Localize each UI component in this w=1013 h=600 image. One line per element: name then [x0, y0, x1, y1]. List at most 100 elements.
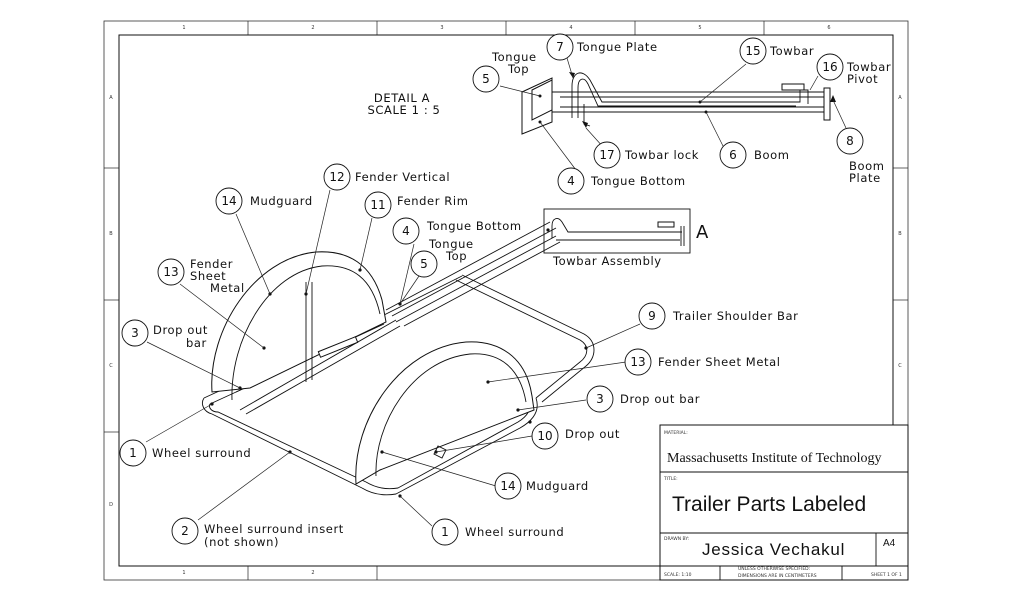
dimension-note-line-1: UNLESS OTHERWISE SPECIFIED:	[738, 566, 810, 572]
callout-label: Mudguard	[526, 479, 589, 493]
callout-number: 3	[596, 392, 604, 406]
callout-label: Tongue	[491, 50, 537, 64]
callout-c3-right: 3 Drop out bar	[586, 385, 700, 413]
callout-number: 14	[221, 194, 236, 208]
callout-label: Towbar	[846, 60, 891, 74]
callout-c9: 9 Trailer Shoulder Bar	[638, 302, 799, 330]
callout-c13-right: 13 Fender Sheet Metal	[624, 348, 781, 376]
callout-label: Fender Sheet Metal	[658, 355, 781, 369]
callout-number: 4	[567, 174, 575, 188]
callout-c4-detail: 4 Tongue Bottom	[557, 167, 686, 195]
callout-label: Drop out bar	[620, 392, 700, 406]
drawing-title: Trailer Parts Labeled	[672, 493, 866, 516]
callout-label: Top	[507, 62, 529, 76]
zone-col-2-top: 2	[311, 25, 314, 31]
callout-number: 13	[630, 355, 645, 369]
zone-row-b-right: B	[898, 231, 902, 237]
zone-col-1-bottom: 1	[182, 570, 185, 576]
zone-col-2-bottom: 2	[311, 570, 314, 576]
callout-label: Towbar	[769, 44, 814, 58]
zone-row-b-left: B	[109, 231, 113, 237]
callout-label: Tongue Plate	[576, 40, 658, 54]
callout-number: 16	[822, 60, 837, 74]
callout-c10: 10 Drop out	[531, 422, 620, 450]
sheet-number: SHEET 1 OF 1	[871, 572, 902, 578]
callout-number: 14	[500, 479, 515, 493]
zone-row-c-left: C	[109, 363, 113, 369]
callout-c16-detail: 16 Towbar Pivot	[816, 53, 891, 86]
callout-c11: 11 Fender Rim	[364, 191, 469, 219]
zone-col-5-top: 5	[698, 25, 701, 31]
zone-row-a-left: A	[109, 95, 113, 101]
dimension-note-line-2: DIMENSIONS ARE IN CENTIMETERS	[738, 573, 817, 579]
callout-number: 4	[402, 224, 410, 238]
detail-title: DETAIL A	[374, 91, 430, 105]
zone-col-6-top: 6	[827, 25, 830, 31]
callout-c8-detail: 8 Boom Plate	[836, 127, 885, 185]
callout-number: 7	[556, 40, 564, 54]
title-label: TITLE:	[663, 476, 678, 482]
callout-c14-left: 14 Mudguard	[215, 187, 312, 215]
zone-col-3-top: 3	[440, 25, 443, 31]
callout-number: 13	[163, 265, 178, 279]
callout-label: Boom	[849, 159, 885, 173]
callout-label: Metal	[210, 281, 245, 295]
zone-row-a-right: A	[898, 95, 902, 101]
callout-number: 17	[599, 148, 614, 162]
callout-number: 6	[729, 148, 737, 162]
callout-label: Tongue Bottom	[590, 174, 686, 188]
callout-label: Drop out	[565, 427, 620, 441]
callout-label: Top	[445, 249, 467, 263]
callout-label: Boom	[754, 148, 790, 162]
callout-c4-main: 4 Tongue Bottom	[392, 217, 521, 245]
callout-c6-detail: 6 Boom	[719, 141, 790, 169]
detail-a-towbar-drawing	[521, 72, 836, 135]
organization-name: Massachusetts Institute of Technology	[667, 451, 882, 466]
callout-number: 5	[482, 72, 490, 86]
callout-label: Tongue	[428, 237, 474, 251]
sheet-size: A4	[883, 538, 896, 549]
callout-number: 8	[846, 134, 854, 148]
callout-label: Fender Rim	[397, 194, 469, 208]
callout-c5-detail: 5 Tongue Top	[472, 50, 537, 93]
drawn-by-label: DRAWN BY:	[664, 536, 689, 542]
callout-number: 1	[441, 525, 449, 539]
callout-c5-main: 5 Tongue Top	[410, 237, 474, 278]
callout-number: 12	[329, 170, 344, 184]
callout-number: 10	[537, 429, 552, 443]
detail-scale: SCALE 1 : 5	[368, 103, 441, 117]
callout-c17-detail: 17 Towbar lock	[593, 141, 699, 169]
callout-label: Towbar lock	[624, 148, 699, 162]
callout-c7-detail: 7 Tongue Plate	[546, 33, 658, 61]
callout-number: 11	[370, 198, 385, 212]
callout-label: Fender	[190, 257, 233, 271]
towbar-assembly-inset: A Towbar Assembly	[543, 208, 709, 268]
detail-callout-leaders	[499, 57, 847, 171]
callout-label: Wheel surround	[152, 446, 251, 460]
zone-row-d-left: D	[109, 502, 113, 508]
callout-number: 3	[131, 326, 139, 340]
callout-c1-left: 1 Wheel surround	[119, 439, 251, 467]
callout-c1-right: 1 Wheel surround	[431, 518, 564, 546]
callout-number: 2	[181, 524, 189, 538]
callout-c13-left: 13 Fender Sheet Metal	[157, 257, 245, 295]
zone-dividers	[104, 21, 908, 580]
zone-col-4-top: 4	[569, 25, 572, 31]
drawn-by-name: Jessica Vechakul	[702, 540, 845, 559]
scale-value: SCALE: 1:10	[664, 572, 692, 578]
callout-c14-right: 14 Mudguard	[494, 472, 589, 500]
sheet-border: 1 2 3 4 5 6 1 2 A B C D A B C	[103, 20, 909, 581]
inset-view-letter: A	[696, 222, 709, 243]
callout-label: Wheel surround	[465, 525, 564, 539]
title-block: MATERIAL: Massachusetts Institute of Tec…	[659, 424, 909, 581]
callout-number: 15	[745, 44, 760, 58]
callout-c15-detail: 15 Towbar	[739, 37, 814, 65]
callout-label: Sheet	[190, 269, 226, 283]
callout-number: 5	[420, 257, 428, 271]
callout-label: Fender Vertical	[355, 170, 450, 184]
callout-number: 9	[648, 309, 656, 323]
callout-label: Plate	[849, 171, 881, 185]
callout-label: Trailer Shoulder Bar	[672, 309, 799, 323]
trailer-isometric-drawing	[201, 221, 595, 498]
